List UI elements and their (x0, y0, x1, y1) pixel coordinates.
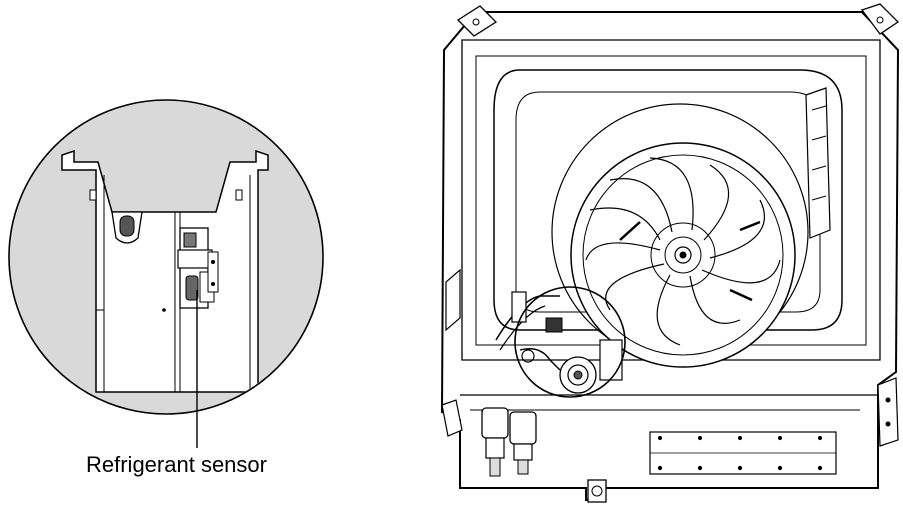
refrigerant-sensor-label: Refrigerant sensor (86, 452, 267, 477)
mounting-bracket (61, 149, 269, 393)
detail-bracket-assembly (61, 149, 269, 393)
detail-highlight-circle (514, 286, 626, 398)
turbo-fan (570, 142, 796, 368)
indoor-unit-overview (440, 3, 900, 503)
air-duct-ring (493, 69, 843, 331)
magnified-detail-view (8, 99, 324, 448)
refrigerant-sensor-module (177, 227, 219, 309)
pipe-connectors (481, 407, 537, 477)
